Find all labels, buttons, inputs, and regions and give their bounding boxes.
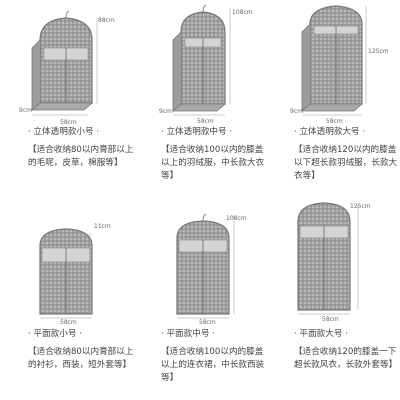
product-description: 【适合收纳120以内的膝盖以下超长款羽绒服，长款大衣等】	[294, 145, 398, 181]
width-label: 58cm	[60, 119, 77, 126]
width-label: 58cm	[322, 316, 339, 323]
height-label: 108cm	[232, 9, 253, 16]
depth-label: 9cm	[19, 107, 32, 114]
depth-label: 9cm	[159, 108, 172, 115]
height-label: 108cm	[226, 215, 247, 222]
product-3d-small: 88cm 58cm 9cm · 立体透明款小号 · 【适合收纳80以内膏部以上的…	[0, 0, 133, 200]
garment-bag-3d-large-image: 125cm 58cm 9cm	[290, 5, 389, 125]
product-title: · 平面款小号 ·	[28, 329, 82, 339]
height-label: 11cm	[94, 223, 111, 230]
product-3d-large: 125cm 58cm 9cm · 立体透明款大号 · 【适合收纳120以内的膝盖…	[266, 0, 399, 200]
product-description: 【适合收纳100以内的膝盖以上的连衣裙，中长款西装等】	[161, 347, 265, 383]
product-title: · 立体透明款中号 ·	[161, 127, 233, 137]
height-label: 88cm	[98, 17, 115, 24]
product-description: 【适合收纳80以内膏部以上的毛呢，皮草，棉服等】	[28, 145, 134, 168]
product-3d-medium: 108cm 58cm 9cm · 立体透明款中号 · 【适合收纳100以内的膝盖…	[133, 0, 266, 200]
width-label: 58cm	[199, 319, 216, 326]
width-label: 58cm	[326, 118, 343, 125]
garment-bag-flat-small-image: 11cm 58cm	[39, 223, 111, 326]
garment-bag-3d-small-image: 88cm 58cm 9cm	[19, 10, 115, 126]
garment-bag-3d-medium-image: 108cm 58cm 9cm	[159, 4, 253, 125]
height-label: 125cm	[368, 48, 389, 55]
product-description: 【适合收纳80以内膏部以上的衬衫，西装，短外套等】	[28, 347, 134, 370]
product-description: 【适合收纳120的膝盖一下超长款风衣，长款外套等】	[294, 347, 398, 370]
height-label: 125cm	[350, 203, 371, 210]
width-label: 58cm	[197, 118, 214, 125]
product-flat-small: 11cm 58cm · 平面款小号 · 【适合收纳80以内膏部以上的衬衫，西装，…	[0, 200, 133, 400]
product-title: · 立体透明款大号 ·	[294, 127, 366, 137]
product-title: · 立体透明款小号 ·	[28, 127, 100, 137]
depth-label: 9cm	[290, 108, 303, 115]
garment-bag-flat-large-image: 125cm 58cm	[297, 202, 371, 323]
product-flat-medium: 108cm 58cm · 平面款中号 · 【适合收纳100以内的膝盖以上的连衣裙…	[133, 200, 266, 400]
product-title: · 平面款大号 ·	[294, 329, 348, 339]
width-label: 58cm	[60, 319, 77, 326]
garment-bag-flat-medium-image: 108cm 58cm	[176, 213, 247, 326]
product-description: 【适合收纳100以内的膝盖以上的羽绒服，中长款大衣等】	[161, 145, 265, 181]
product-title: · 平面款中号 ·	[161, 329, 215, 339]
product-flat-large: 125cm 58cm · 平面款大号 · 【适合收纳120的膝盖一下超长款风衣，…	[266, 200, 399, 400]
